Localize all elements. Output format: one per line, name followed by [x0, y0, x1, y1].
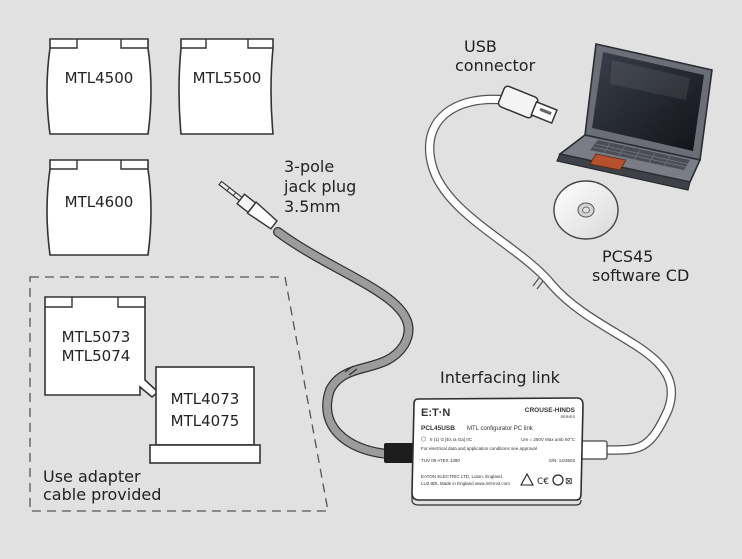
interface-label: Interfacing link [440, 368, 561, 387]
adapter-note-line2: cable provided [43, 485, 161, 504]
adapter-region [29, 276, 329, 512]
jack-label-line1: 3-pole [284, 157, 334, 176]
laptop-screen [592, 52, 704, 151]
module-label-mtl4600: MTL4600 [65, 193, 134, 211]
recycle-mark-icon [552, 474, 564, 486]
software-cd [553, 180, 619, 240]
jack-label-line2: jack plug [283, 177, 356, 196]
module-mtl5500: MTL5500 [178, 38, 274, 135]
module-mtl4073-4075: MTL4073 MTL4075 [149, 366, 261, 464]
jack-cable-boot [384, 443, 418, 463]
device-maker-sub: SERIES [560, 414, 575, 419]
device-address-line2: LU2 8DL Made in England www.mtl-inst.com [421, 481, 510, 486]
jack-plug [218, 180, 278, 230]
device-note: For electrical data and application cond… [421, 446, 537, 451]
interfacing-link-device: E:T·N CROUSE-HINDS SERIES PCL45USB MTL c… [411, 397, 584, 506]
laptop-trackpad [589, 153, 627, 171]
device-ex-symbol: ⬡ [421, 436, 426, 443]
device-model: PCL45USB [421, 425, 455, 432]
usb-connector [497, 85, 558, 125]
module-mtl5073-5074: MTL5073 MTL5074 [44, 296, 160, 399]
warning-triangle-icon [520, 472, 534, 486]
ce-mark-icon: C€ [537, 477, 549, 487]
jack-label-line3: 3.5mm [284, 197, 341, 216]
device-maker: CROUSE-HINDS [525, 407, 576, 414]
module-label-mtl5073: MTL5073 [62, 328, 131, 346]
weee-bin-icon: ⊠ [565, 477, 573, 487]
module-label-mtl4073: MTL4073 [171, 390, 240, 408]
adapter-note-line1: Use adapter [43, 467, 141, 486]
jack-cable [273, 227, 417, 459]
usb-cable [425, 94, 677, 455]
module-label-mtl5500: MTL5500 [193, 69, 262, 87]
cd-label-line2: software CD [592, 266, 689, 285]
device-address-line1: EATON ELECTRIC LTD, Luton, England, [421, 474, 503, 479]
laptop-illustration [556, 43, 713, 191]
module-mtl4600: MTL4600 [46, 159, 152, 256]
cd-label-line1: PCS45 [602, 247, 653, 266]
device-serial: S/N: 14/3603 [549, 458, 576, 463]
module-mtl4500: MTL4500 [46, 38, 152, 135]
module-label-mtl5074: MTL5074 [62, 347, 131, 365]
device-brand-logo: E:T·N [421, 407, 450, 419]
device-ratings: Um = 250V Max amb 60°C [521, 437, 575, 442]
usb-label-line2: connector [455, 56, 536, 75]
device-ex-marking: II (1) G [Ex ia Ga] IIC [430, 437, 473, 442]
device-cert: TUV 09 ATEX 1390 [421, 458, 460, 463]
device-model-desc: MTL configurator PC link [467, 426, 534, 432]
module-label-mtl4075: MTL4075 [171, 412, 240, 430]
module-label-mtl4500: MTL4500 [65, 69, 134, 87]
usb-label-line1: USB [464, 37, 497, 56]
